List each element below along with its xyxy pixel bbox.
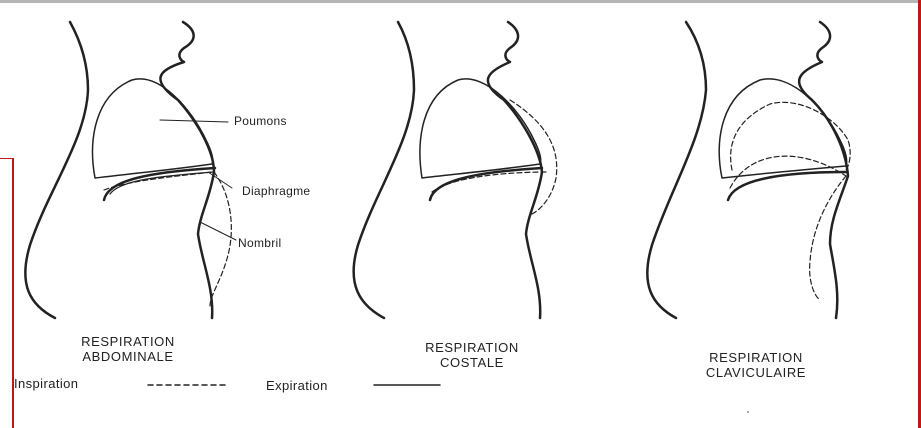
back-outline — [25, 22, 88, 318]
caption-abdominal-line2: ABDOMINALE — [28, 349, 228, 364]
scan-speck — [747, 411, 749, 413]
label-lungs: Poumons — [234, 114, 287, 128]
caption-abdominal-line1: RESPIRATION — [28, 334, 228, 349]
lung-outline — [420, 79, 541, 178]
label-navel: Nombril — [238, 236, 281, 250]
legend-inspiration-label: Inspiration — [14, 376, 78, 391]
lung-outline — [719, 79, 847, 178]
figure-costal — [354, 22, 557, 318]
caption-clavicular-line2: CLAVICULAIRE — [656, 365, 856, 380]
caption-costal-line1: RESPIRATION — [372, 340, 572, 355]
caption-abdominal: RESPIRATION ABDOMINALE — [28, 334, 228, 364]
label-diaphragm: Diaphragme — [242, 184, 310, 198]
belly-inspiration — [210, 172, 231, 306]
lung-outline — [93, 79, 213, 178]
figure-clavicular — [647, 22, 850, 318]
back-outline — [647, 22, 706, 318]
caption-costal: RESPIRATION COSTALE — [372, 340, 572, 370]
caption-costal-line2: COSTALE — [372, 355, 572, 370]
lung-inspiration — [731, 102, 851, 170]
caption-clavicular: RESPIRATION CLAVICULAIRE — [656, 350, 856, 380]
pointer-navel — [200, 222, 236, 240]
legend-expiration-label: Expiration — [266, 378, 328, 393]
figure-abdominal — [25, 22, 236, 318]
diaphragm-inner — [110, 172, 214, 194]
back-outline — [354, 22, 414, 318]
caption-clavicular-line1: RESPIRATION — [656, 350, 856, 365]
